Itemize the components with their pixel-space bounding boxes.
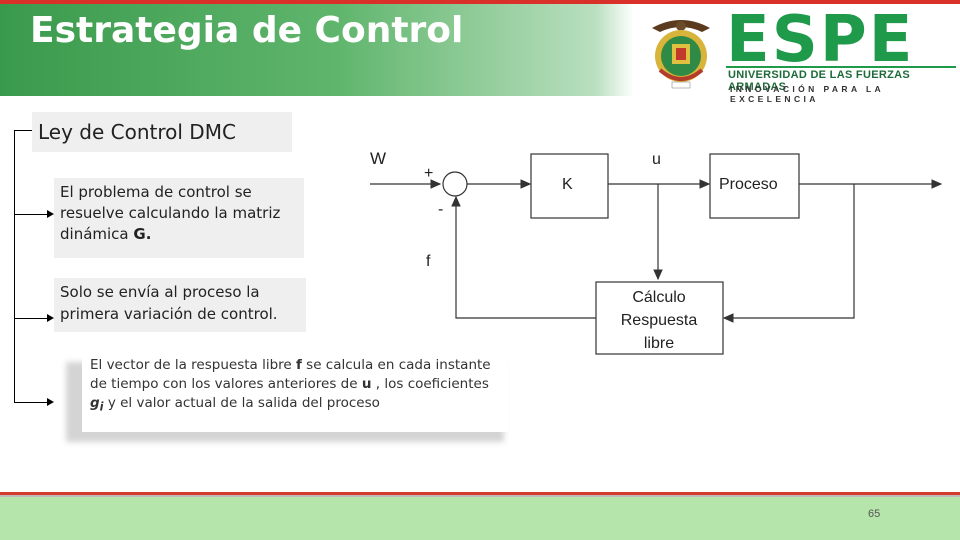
point3-text-h: y el valor actual de la salida del proce… xyxy=(103,395,380,411)
plus-sign: + xyxy=(424,165,433,182)
arrow-to-point3 xyxy=(14,402,48,403)
control-block-diagram: W + - K u Proceso Cálculo Respuesta libr… xyxy=(370,149,943,355)
calculo-block xyxy=(595,281,724,355)
arrow-to-point1 xyxy=(14,214,48,215)
arrow-to-point2 xyxy=(14,318,48,319)
logo-wordmark: ESPE xyxy=(726,3,915,77)
footer-accent-line xyxy=(0,492,960,495)
point2-box: Solo se envía al proceso la primera vari… xyxy=(54,278,306,332)
k-label: K xyxy=(562,176,573,193)
slide-title: Estrategia de Control xyxy=(30,10,464,51)
point1-end: . xyxy=(145,225,152,243)
heading-box: Ley de Control DMC xyxy=(32,112,292,152)
w-label: W xyxy=(370,149,386,168)
calc-line-3: libre xyxy=(644,335,674,352)
point3-f: f xyxy=(296,357,302,373)
f-feedback-arrow xyxy=(451,195,596,319)
logo-divider xyxy=(726,66,956,68)
point3-u: u xyxy=(361,376,372,392)
bracket-line xyxy=(14,130,15,402)
point3-i: i xyxy=(99,400,104,414)
calc-line-1: Cálculo xyxy=(632,289,685,306)
point3-text-c: se calcula en cada instante de tiempo co… xyxy=(90,357,491,392)
logo-university: UNIVERSIDAD DE LAS FUERZAS ARMADAS xyxy=(728,69,910,93)
point1-box: El problema de control se resuelve calcu… xyxy=(54,178,304,258)
k-block xyxy=(530,153,609,219)
arrowhead-point3 xyxy=(47,398,54,406)
point3-g: g xyxy=(90,395,100,411)
point2-text: Solo se envía al proceso la primera vari… xyxy=(60,283,278,323)
point3-text-a: El vector de la respuesta libre xyxy=(90,357,297,373)
calc-line-2: Respuesta xyxy=(621,312,698,329)
point1-text: El problema de control se resuelve calcu… xyxy=(60,183,281,243)
header-top-line xyxy=(0,0,960,4)
proceso-label: Proceso xyxy=(719,176,778,193)
u-label: u xyxy=(652,151,661,168)
summing-junction xyxy=(442,171,468,197)
heading-text: Ley de Control DMC xyxy=(38,120,236,144)
footer-gray-line xyxy=(0,495,960,497)
page-number: 65 xyxy=(868,508,881,520)
f-label: f xyxy=(426,253,431,270)
minus-sign: - xyxy=(438,201,443,218)
espe-crest-icon xyxy=(652,20,710,89)
arrowhead-point1 xyxy=(47,210,54,218)
slide-header: Estrategia de Control ESPE UNIVERSIDAD D… xyxy=(0,3,960,104)
arrowhead-point2 xyxy=(47,314,54,322)
bracket-top-line xyxy=(14,130,36,131)
point3-text-e: , los coeficientes xyxy=(371,376,489,392)
point3-box: El vector de la respuesta libre f se cal… xyxy=(82,352,508,432)
point1-matrix: G xyxy=(133,225,146,243)
proceso-block xyxy=(709,153,800,219)
logo-tagline: INNOVACIÓN PARA LA EXCELENCIA xyxy=(730,84,884,104)
output-feedback-arrow xyxy=(722,184,855,323)
slide-footer xyxy=(0,497,960,540)
